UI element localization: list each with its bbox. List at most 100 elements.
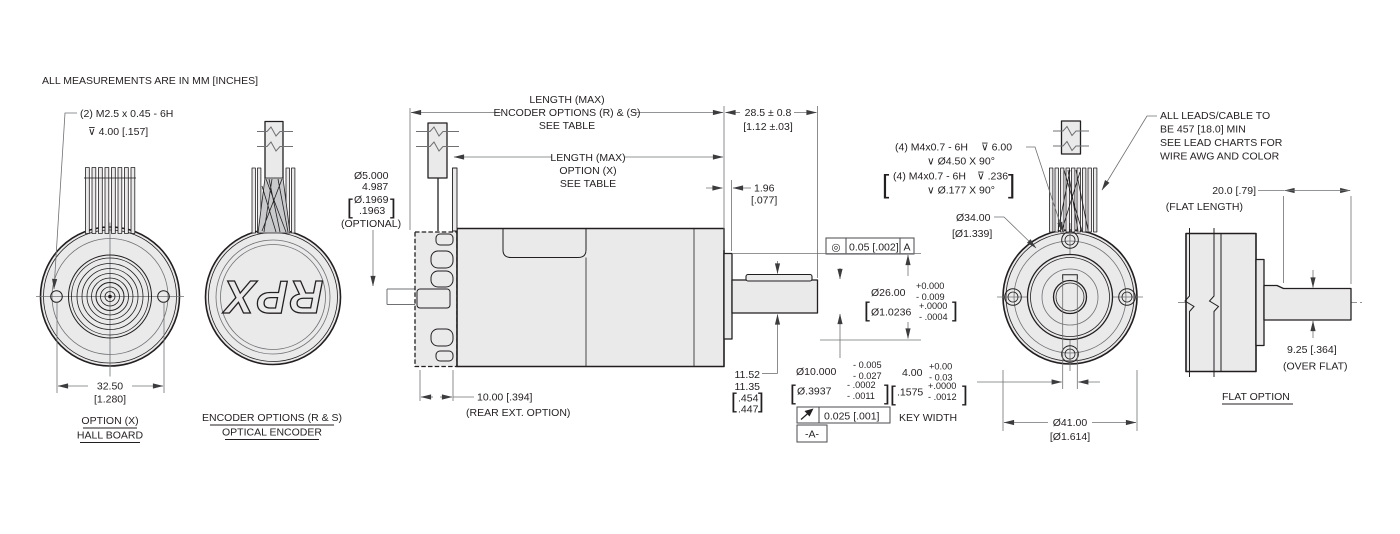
bracket-right: ] xyxy=(758,390,764,413)
leads-note-line3: SEE LEAD CHARTS FOR xyxy=(1160,137,1283,149)
m25-callout-line2: ⊽ 4.00 [.157] xyxy=(88,126,148,138)
thread-callout-leader xyxy=(1026,146,1064,233)
dim-196-in: [.077] xyxy=(751,195,777,207)
optical-geometry: RPX xyxy=(204,228,342,366)
fcf-runout-value: 0.025 [.001] xyxy=(824,411,880,423)
dia10-in: Ø.3937 xyxy=(797,386,832,398)
flat-option-view: 20.0 [.79] (FLAT LENGTH) 9.25 [.364] (OV… xyxy=(1166,185,1362,405)
len-encoder-line1: LENGTH (MAX) xyxy=(529,94,604,106)
thread-in-depth: ⊽ .236 xyxy=(977,171,1008,183)
hall-board-geometry xyxy=(36,222,184,377)
side-view-leads xyxy=(416,122,459,232)
dia10-in-tol-lower: - .0011 xyxy=(847,391,875,401)
key-width-tol-upper: +0.00 xyxy=(929,362,952,372)
rear-shaft-dia-mm1: Ø5.000 xyxy=(354,170,389,182)
dia26-in-tol-upper: +.0000 xyxy=(919,301,947,311)
key-width-in-tol-upper: +.0000 xyxy=(928,381,956,391)
rear-shaft-dia-mm2: 4.987 xyxy=(362,181,388,193)
optical-caption-line2: OPTICAL ENCODER xyxy=(222,427,322,439)
over-flat-label: (OVER FLAT) xyxy=(1283,361,1348,373)
hall-ribbon-cable xyxy=(84,167,136,234)
dim-196-mm: 1.96 xyxy=(754,183,775,195)
key-height-mm2: 11.35 xyxy=(735,381,761,393)
rear-shaft-dia-callout: Ø5.000 4.987 [ Ø.1969 .1963 ] (OPTIONAL) xyxy=(341,170,401,287)
fcf-concentricity: ◎ 0.05 [.002] A xyxy=(825,237,915,255)
len-x-line1: LENGTH (MAX) xyxy=(550,152,625,164)
flat-length-dim: 20.0 [.79] xyxy=(1212,185,1256,197)
dia26-dim: Ø26.00 +0.000 - 0.009 [ Ø1.0236 +.0000 -… xyxy=(864,281,958,322)
fcf-runout: 0.025 [.001] xyxy=(796,406,891,424)
fcf-concentricity-datum: A xyxy=(903,242,910,254)
bracket-right: ] xyxy=(962,383,968,406)
rear-shaft-stub xyxy=(386,288,415,305)
m25-callout-leader xyxy=(52,112,77,290)
hall-mount-hole-left xyxy=(50,290,63,303)
flat-length-label: (FLAT LENGTH) xyxy=(1166,201,1243,213)
bracket-left: [ xyxy=(790,382,796,405)
len-encoder-line2: ENCODER OPTIONS (R) & (S) xyxy=(493,107,640,119)
dim-285-mm: 28.5 ± 0.8 xyxy=(745,107,792,119)
front-boss xyxy=(723,252,733,340)
rear-ext-label: (REAR EXT. OPTION) xyxy=(466,407,570,419)
rear-view: (4) M4x0.7 - 6H ⊽ 6.00 ∨ Ø4.50 X 90° [ (… xyxy=(882,110,1283,443)
key-height-dim: 11.52 11.35 [ .454 .447 ] xyxy=(731,369,764,416)
hall-caption-line1: OPTION (X) xyxy=(81,415,138,427)
dia26-tol-upper: +0.000 xyxy=(916,281,944,291)
side-cable-tube xyxy=(427,122,448,179)
side-view: LENGTH (MAX) ENCODER OPTIONS (R) & (S) S… xyxy=(341,94,958,443)
thread-callout: (4) M4x0.7 - 6H ⊽ 6.00 ∨ Ø4.50 X 90° [ (… xyxy=(882,142,1015,200)
dia41-mm: Ø41.00 xyxy=(1053,417,1088,429)
thread-mm-spec: (4) M4x0.7 - 6H xyxy=(895,142,968,154)
dim-285-in: [1.12 ±.03] xyxy=(743,121,793,133)
key-width-dim: 4.00 +0.00 - 0.03 [ .1575 +.0000 - .0012… xyxy=(890,362,968,425)
thread-in-csk: ∨ Ø.177 X 90° xyxy=(927,185,995,197)
leads-note: ALL LEADS/CABLE TO BE 457 [18.0] MIN SEE… xyxy=(1160,110,1283,163)
optical-cable xyxy=(251,120,296,234)
dia34-in: [Ø1.339] xyxy=(952,228,992,240)
dia26-tol-lower: - 0.009 xyxy=(916,292,945,302)
break-line-right xyxy=(1208,228,1220,377)
thread-in-spec: (4) M4x0.7 - 6H xyxy=(893,171,966,183)
optical-encoder-view: RPX ENCODER OPTIONS (R & S) OPTICAL ENCO… xyxy=(202,120,342,440)
rear-ext-dim: 10.00 [.394] xyxy=(477,392,533,404)
dia34-mm: Ø34.00 xyxy=(956,212,991,224)
rear-shaft-dia-in1: Ø.1969 xyxy=(354,194,389,206)
rpx-logo: RPX xyxy=(222,271,323,323)
bracket-left: [ xyxy=(890,383,896,406)
flat-boss xyxy=(1255,258,1265,347)
hall-board-view: (2) M2.5 x 0.45 - 6H ⊽ 4.00 [.157] 32.50… xyxy=(36,108,184,443)
hall-width-dim-in: [1.280] xyxy=(94,394,126,406)
dia10-dim: Ø10.000 - 0.005 - 0.027 [ Ø.3937 - .0002… xyxy=(790,360,890,405)
key-width-tol-lower: - 0.03 xyxy=(929,373,953,383)
leads-note-line2: BE 457 [18.0] MIN xyxy=(1160,124,1246,136)
bracket-left: [ xyxy=(347,196,353,219)
hall-caption-line2: HALL BOARD xyxy=(77,430,144,442)
thread-mm-csk: ∨ Ø4.50 X 90° xyxy=(927,156,995,168)
dia41-in: [Ø1.614] xyxy=(1050,431,1090,443)
break-line-left xyxy=(1184,228,1195,377)
key-height-in2: .447 xyxy=(738,404,759,416)
flat-option-caption: FLAT OPTION xyxy=(1222,391,1290,403)
datum-a: -A- xyxy=(796,424,828,443)
flat-shaft xyxy=(1263,284,1352,321)
dia10-mm: Ø10.000 xyxy=(796,366,836,378)
shaft-key xyxy=(745,273,813,282)
thread-mm-depth: ⊽ 6.00 xyxy=(981,142,1012,154)
concentricity-symbol-icon: ◎ xyxy=(831,242,840,254)
rear-geometry xyxy=(997,223,1143,371)
hall-width-dim-mm: 32.50 xyxy=(97,381,123,393)
bracket-right: ] xyxy=(390,196,396,219)
key-height-in1: .454 xyxy=(738,393,759,405)
dia34-leader xyxy=(994,216,1037,249)
bracket-right: ] xyxy=(952,299,958,322)
dia10-in-tol-upper: - .0002 xyxy=(847,380,876,390)
m25-callout-line1: (2) M2.5 x 0.45 - 6H xyxy=(80,108,173,120)
rear-screw-holes xyxy=(1004,231,1136,363)
key-width-in: .1575 xyxy=(897,387,923,399)
dia10-tol-upper: - 0.005 xyxy=(853,360,882,370)
datum-a-label: -A- xyxy=(805,429,820,441)
body-step xyxy=(502,228,587,258)
dia10-tol-lower: - 0.027 xyxy=(853,371,882,381)
